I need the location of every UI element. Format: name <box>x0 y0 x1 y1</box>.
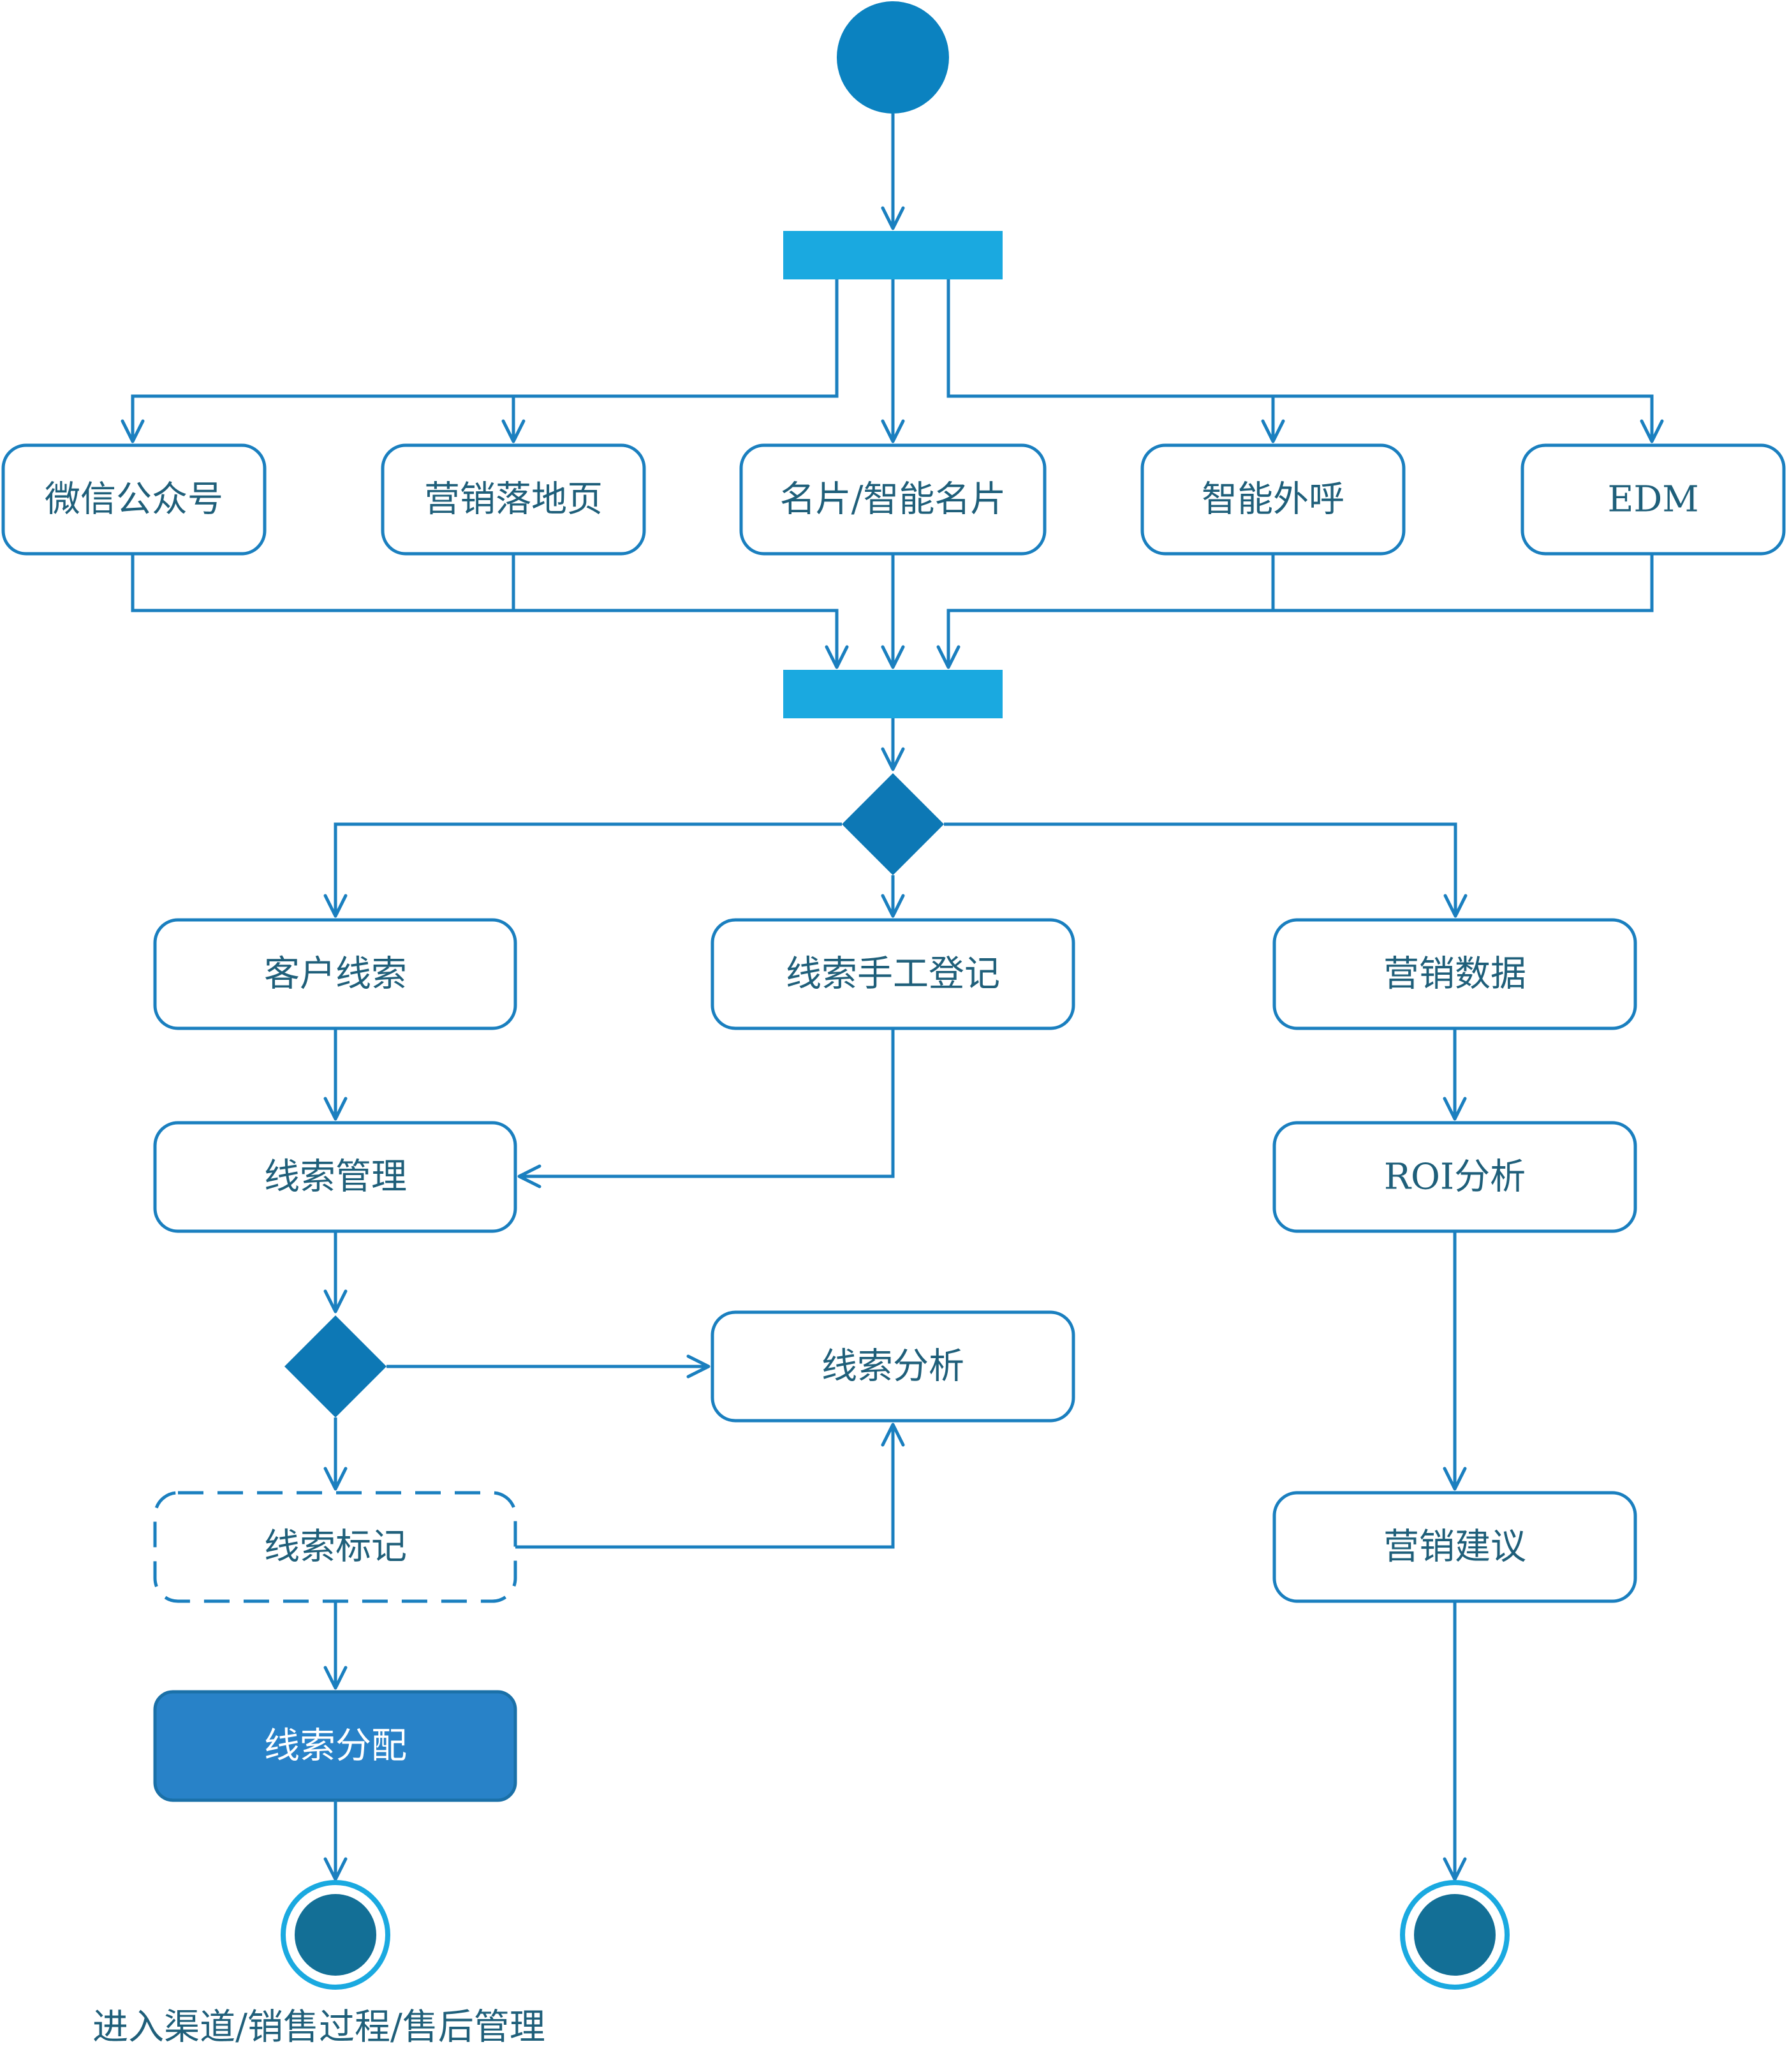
label-roi-analysis: ROI分析 <box>1384 1157 1526 1198</box>
label-lead-tagging: 线索标记 <box>264 1527 407 1568</box>
edge-tagging-to-analysis <box>515 1423 905 1549</box>
edge-manual-to-management <box>517 1028 895 1188</box>
label-lead-analysis: 线索分析 <box>821 1346 964 1388</box>
label-lead-assignment: 线索分配 <box>264 1726 407 1767</box>
source-box-edm: EDM <box>1520 443 1786 556</box>
box-lead-assignment: 线索分配 <box>153 1690 517 1802</box>
end-node-left <box>281 1880 390 1990</box>
box-lead-analysis: 线索分析 <box>710 1310 1075 1423</box>
source-label-wechat: 微信公众号 <box>45 479 223 521</box>
box-marketing-data: 营销数据 <box>1272 918 1637 1030</box>
fork-edges <box>121 279 1664 443</box>
box-roi-analysis: ROI分析 <box>1272 1121 1637 1233</box>
source-label-business-card: 名片/智能名片 <box>780 479 1006 521</box>
end-caption: 进入渠道/销售过程/售后管理 <box>92 2007 545 2048</box>
decision-node-routing <box>842 773 944 875</box>
decision-routing-edges <box>323 822 1468 918</box>
fork-bar <box>783 231 1003 279</box>
box-lead-management: 线索管理 <box>153 1121 517 1233</box>
label-marketing-advice: 营销建议 <box>1383 1527 1526 1568</box>
label-marketing-data: 营销数据 <box>1383 954 1526 995</box>
label-customer-leads: 客户线索 <box>264 954 407 995</box>
box-lead-tagging: 线索标记 <box>153 1491 517 1603</box>
decision-node-lead-flow <box>284 1315 387 1417</box>
join-edges <box>131 554 1654 669</box>
source-label-landing-page: 营销落地页 <box>424 479 603 521</box>
source-box-smart-call: 智能外呼 <box>1140 443 1406 556</box>
source-label-smart-call: 智能外呼 <box>1202 479 1344 521</box>
box-customer-leads: 客户线索 <box>153 918 517 1030</box>
label-manual-entry: 线索手工登记 <box>786 954 1000 995</box>
start-node <box>837 1 949 114</box>
box-manual-entry: 线索手工登记 <box>710 918 1075 1030</box>
source-box-landing-page: 营销落地页 <box>381 443 646 556</box>
source-label-edm: EDM <box>1607 479 1698 521</box>
source-box-business-card: 名片/智能名片 <box>739 443 1047 556</box>
end-node-right <box>1400 1880 1510 1990</box>
box-marketing-advice: 营销建议 <box>1272 1491 1637 1603</box>
label-lead-management: 线索管理 <box>264 1157 407 1198</box>
source-box-wechat: 微信公众号 <box>1 443 267 556</box>
join-bar <box>783 670 1003 718</box>
